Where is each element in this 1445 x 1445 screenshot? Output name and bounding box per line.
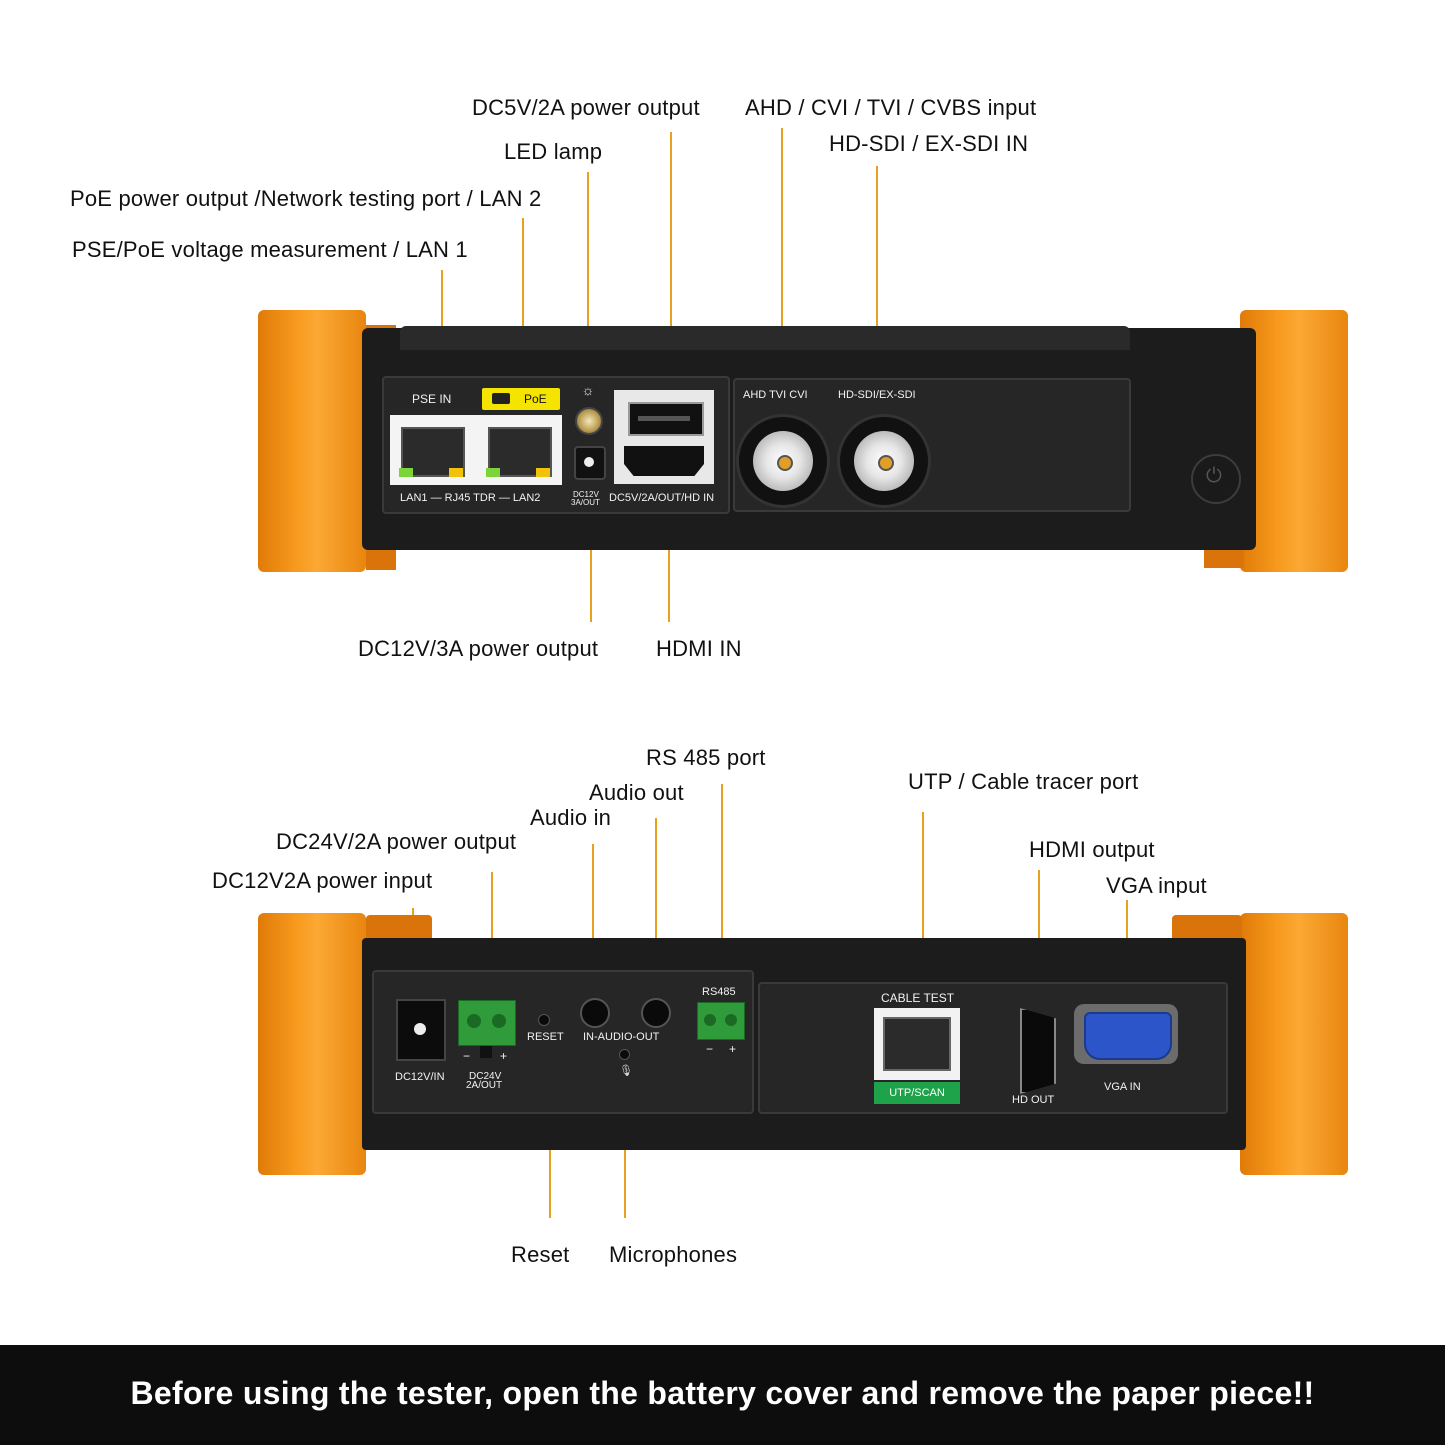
device-top-edge (400, 326, 1130, 350)
leader-line (1038, 870, 1040, 972)
leader-line (922, 812, 924, 976)
utp-scan-port[interactable] (874, 1008, 960, 1080)
hdmi-in-port[interactable] (624, 446, 704, 476)
right-bumper (1240, 310, 1348, 572)
leader-line (1126, 900, 1128, 974)
dc12v-label-line1: DC12V (573, 490, 599, 499)
leader-line (624, 1096, 626, 1218)
left-bumper (258, 913, 366, 1175)
leader-line (655, 818, 657, 980)
callout-led-lamp: LED lamp (504, 139, 603, 164)
poe-badge-label: PoE (524, 392, 547, 406)
callout-dc12v-output: DC12V/3A power output (358, 636, 599, 661)
dc24v-label-line1: DC24V (469, 1071, 502, 1082)
callout-sdi-input: HD-SDI / EX-SDI IN (829, 131, 1029, 156)
dc24v-minus: − (463, 1049, 471, 1063)
dc24v-output-terminal[interactable] (458, 1000, 516, 1046)
right-bumper (1240, 913, 1348, 1175)
callout-vga-input: VGA input (1106, 873, 1207, 898)
hdmi-output-port[interactable] (1020, 1008, 1056, 1094)
rs485-plus: + (729, 1042, 737, 1056)
leader-line (441, 270, 443, 370)
vga-in-label: VGA IN (1104, 1081, 1141, 1093)
dc12v-input-jack[interactable] (396, 999, 446, 1061)
callout-audio-in: Audio in (530, 805, 612, 830)
callout-hdmi-output: HDMI output (1029, 837, 1155, 862)
utp-scan-label: UTP/SCAN (889, 1087, 945, 1099)
leader-line (876, 166, 878, 376)
cable-test-label: CABLE TEST (881, 991, 955, 1005)
terminal-tab (480, 1046, 492, 1058)
callout-pse-measurement: PSE/PoE voltage measurement / LAN 1 (72, 237, 468, 262)
dc12v-in-label: DC12V/IN (395, 1071, 445, 1083)
ahd-bnc-connector[interactable] (736, 414, 830, 508)
ahd-label: AHD TVI CVI (743, 389, 808, 401)
audio-in-jack[interactable] (580, 998, 610, 1028)
utp-scan-badge: UTP/SCAN (874, 1082, 960, 1104)
microphone-hole (619, 1049, 630, 1060)
power-icon: ⏻ (1206, 465, 1222, 487)
callout-microphones: Microphones (609, 1242, 738, 1267)
rs485-minus: − (706, 1042, 714, 1056)
power-button[interactable]: ⏻ (1191, 454, 1241, 504)
leader-line (670, 132, 672, 378)
led-lamp-icon: ☼ (581, 382, 595, 398)
pse-in-label: PSE IN (412, 392, 452, 406)
callout-audio-out: Audio out (589, 780, 684, 805)
bumper-tab (1172, 915, 1242, 939)
audio-out-jack[interactable] (641, 998, 671, 1028)
dc24v-label-line2: 2A/OUT (466, 1080, 503, 1091)
callout-rs485-port: RS 485 port (646, 745, 766, 770)
leader-line (522, 218, 524, 376)
callout-dc24v-output: DC24V/2A power output (276, 829, 517, 854)
callout-dc5v-power-output: DC5V/2A power output (472, 95, 700, 120)
lan1-port[interactable] (393, 419, 469, 481)
leader-line (587, 172, 589, 382)
leader-line (668, 522, 670, 622)
leader-line (590, 522, 592, 622)
vga-input-port[interactable] (1074, 1004, 1178, 1064)
callout-reset: Reset (511, 1242, 570, 1267)
rs485-label: RS485 (702, 986, 736, 998)
leader-line (491, 872, 493, 976)
dc5v-hdmi-label: DC5V/2A/OUT/HD IN (609, 492, 715, 504)
poe-badge: PoE (482, 388, 560, 410)
dc24v-plus: + (500, 1049, 508, 1063)
microphone-icon: 🎙 (619, 1065, 633, 1077)
lan2-port[interactable] (480, 419, 556, 481)
warning-banner: Before using the tester, open the batter… (0, 1345, 1445, 1445)
leader-line (592, 844, 594, 980)
callout-poe-output: PoE power output /Network testing port /… (70, 186, 542, 211)
audio-label: IN-AUDIO-OUT (583, 1031, 660, 1043)
callout-ahd-input: AHD / CVI / TVI / CVBS input (745, 95, 1037, 120)
reset-label: RESET (527, 1031, 564, 1043)
lan-caption: LAN1 — RJ45 TDR — LAN2 (400, 492, 541, 504)
usb-port[interactable] (628, 402, 704, 436)
callout-utp-port: UTP / Cable tracer port (908, 769, 1139, 794)
leader-line (781, 128, 783, 376)
dc12v-output-jack[interactable] (574, 446, 606, 480)
sdi-label: HD-SDI/EX-SDI (838, 389, 916, 401)
callout-hdmi-in: HDMI IN (656, 636, 742, 661)
rs485-terminal[interactable] (697, 1002, 745, 1040)
left-bumper (258, 310, 366, 572)
sdi-bnc-connector[interactable] (837, 414, 931, 508)
hd-out-label: HD OUT (1012, 1094, 1055, 1106)
dc12v-label-line2: 3A/OUT (571, 498, 600, 507)
camera-icon (492, 393, 510, 404)
led-lamp (575, 407, 603, 435)
reset-button[interactable] (538, 1014, 550, 1026)
leader-line (721, 784, 723, 980)
bumper-tab (366, 915, 432, 939)
callout-dc12v-input: DC12V2A power input (212, 868, 433, 893)
